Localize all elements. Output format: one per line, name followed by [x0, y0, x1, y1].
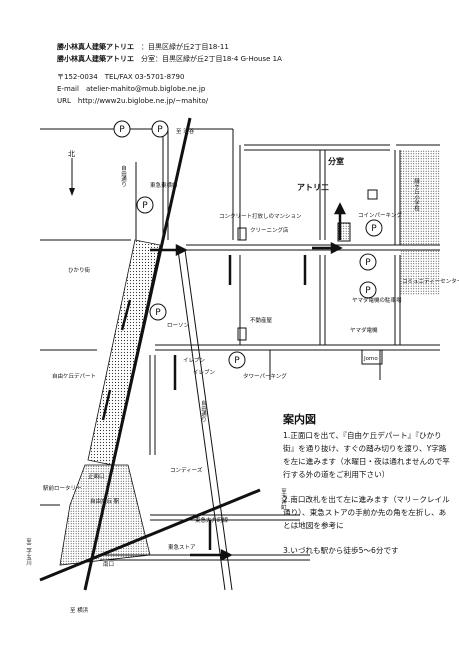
north-arrow-head	[69, 188, 75, 196]
parking-markers: P P P P P P P P	[113, 120, 383, 369]
hikari-gai-arcade	[87, 239, 161, 466]
parking-icon: P	[157, 125, 163, 135]
directions-step-2: 2.南口改札を出て左に進みます（マリ－クレイル通り）、東急ストアの手前か先の角を…	[283, 495, 450, 530]
jomo-building	[361, 349, 383, 365]
parking-icon: P	[371, 224, 377, 234]
north-label: 北	[68, 150, 75, 158]
label-station: 自由が丘 駅	[90, 497, 120, 505]
office-address: ：目黒区緑が丘2丁目18-11	[141, 43, 229, 51]
label-tokyu-store: 東急ストア	[168, 543, 196, 551]
parking-icon: P	[142, 201, 148, 211]
parking-icon: P	[155, 308, 161, 318]
annex-building	[367, 189, 378, 200]
community-center-block	[400, 250, 440, 295]
label-annex: 分室	[328, 156, 344, 166]
label-tower-parking: タワーパーキング	[243, 372, 287, 380]
label-fudosan: 不動産屋	[250, 316, 273, 324]
postal-phone: 〒152-0034 TEL/FAX 03-5701-8790	[57, 73, 185, 81]
header-line-1: 勝小林真人建築アトリエ ：目黒区緑が丘2丁目18-11	[57, 44, 229, 51]
directions-step-1: 1.正面口を出て、『自由ケ丘デパート』『ひかり街』を通り抜け、すぐの踏み切りを渡…	[283, 431, 450, 479]
label-midorigaoka-school: 緑ケ丘小学校	[413, 177, 420, 213]
label-community-center: コミュニティーセンター	[402, 277, 459, 285]
label-oimachi-line: 東急大井町線	[195, 516, 229, 524]
label-eleven-2: イレブン	[193, 368, 216, 376]
label-toyoko-line: 東急東横線	[150, 181, 178, 189]
school-block	[400, 150, 440, 245]
label-to-yokohama: 至 横浜	[70, 606, 89, 614]
oimachi-line-track	[39, 488, 261, 582]
directions-panel: 案内図 1.正面口を出て、『自由ケ丘デパート』『ひかり街』を通り抜け、すぐの踏み…	[283, 413, 453, 569]
label-to-oimachi: 至大井町	[280, 488, 287, 511]
label-jomo: Jomo	[363, 356, 378, 362]
vertical-labels: 自由通り 緑ケ丘小学校 自由通り 至大井町 至二子玉川	[25, 164, 420, 566]
office-name-2: 勝小林真人建築アトリエ	[57, 55, 134, 63]
office-name: 勝小林真人建築アトリエ	[57, 43, 134, 51]
label-jiyu-dori-2: 自由通り	[200, 399, 207, 423]
label-hikari-gai: ひかり街	[68, 266, 91, 274]
label-department: 自由ケ丘デパート	[52, 372, 96, 380]
label-yamada-parking: ヤマダ電機の駐車場	[352, 296, 402, 304]
directions-title: 案内図	[283, 413, 316, 426]
fudosan-shop	[237, 327, 247, 341]
label-cleaning: クリーニング店	[250, 226, 289, 234]
label-concrete-mansion: コンクリート打放しのマンション	[219, 212, 302, 220]
label-kondeizu: コンディーズ	[170, 466, 203, 474]
header-line-2: 勝小林真人建築アトリエ 分室：目黒区緑が丘2丁目18-4 G-House 1A	[57, 56, 282, 63]
label-to-shibuya: 至 渋谷	[176, 127, 195, 135]
annex-address: 分室：目黒区緑が丘2丁目18-4 G-House 1A	[141, 55, 282, 63]
station-area	[59, 464, 151, 566]
email[interactable]: E-mail atelier-mahito@mub.biglobe.ne.jp	[57, 85, 206, 93]
label-coin-parking: コインパーキング	[358, 211, 402, 219]
label-rotary: 駅前ロータリー	[43, 484, 82, 492]
website-url[interactable]: URL http://www2u.biglobe.ne.jp/~mahito/	[57, 97, 209, 105]
label-shomen: 正面口	[88, 473, 105, 480]
map-labels: 至 渋谷 東急東横線 分室 アトリエ コンクリート打放しのマンション クリーニン…	[43, 127, 402, 614]
cleaning-shop	[237, 227, 247, 241]
parking-icon: P	[119, 125, 125, 135]
label-lawson: ローソン	[167, 323, 190, 329]
parking-icon: P	[365, 286, 371, 296]
label-minamiguchi: 南口	[103, 560, 114, 568]
parking-icon: P	[365, 258, 371, 268]
label-atelier: アトリエ	[297, 183, 329, 192]
label-to-futako: 至二子玉川	[25, 538, 32, 566]
toyoko-line-track	[83, 117, 192, 591]
directions-step-3: 3.いづれも駅から徒歩5～6分です	[283, 546, 399, 555]
route-arrows	[101, 202, 347, 562]
label-eleven: イレブン	[183, 356, 206, 364]
label-jiyu-dori: 自由通り	[120, 164, 127, 188]
parking-icon: P	[234, 356, 240, 366]
label-yamada: ヤマダ電機	[350, 326, 378, 334]
